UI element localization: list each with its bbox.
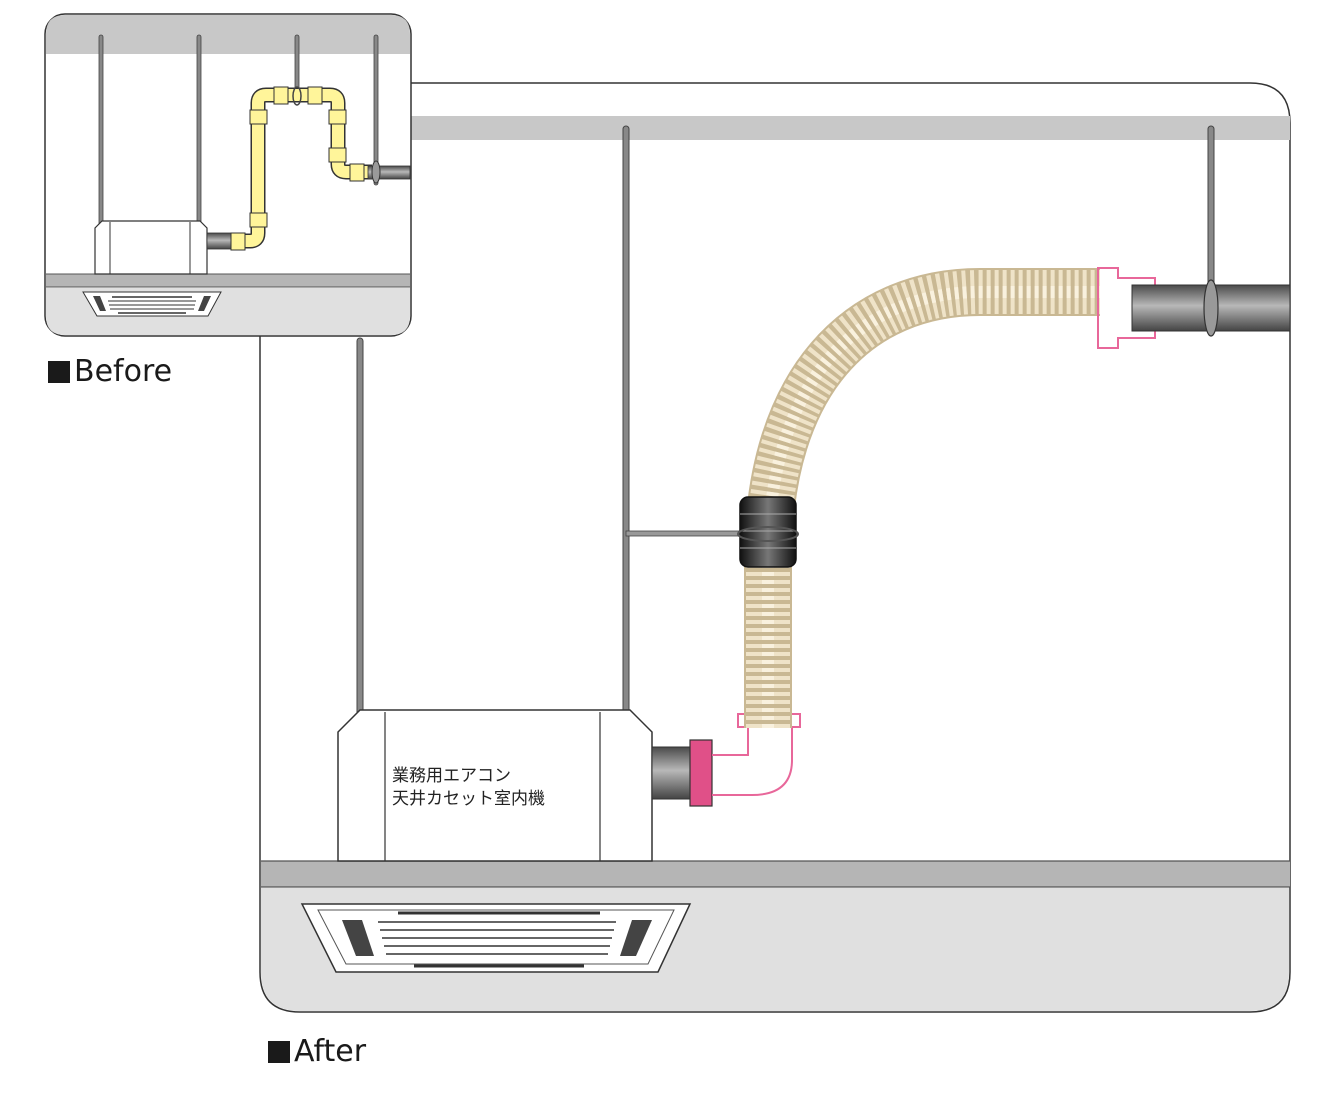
after-caption-text: After (294, 1034, 367, 1069)
square-bullet-icon (48, 361, 70, 383)
square-bullet-icon (268, 1041, 290, 1063)
unit-label-line2: 天井カセット室内機 (392, 789, 545, 809)
yellow-drain-pipe (230, 86, 372, 251)
hanger-rods-before (98, 34, 379, 266)
pink-coupling (689, 739, 713, 807)
after-upper-ceiling (410, 116, 1290, 140)
after-caption: After (268, 1037, 366, 1067)
pipe-hanger-band (1203, 279, 1219, 337)
indoor-unit-label: 業務用エアコン 天井カセット室内機 (392, 765, 592, 811)
indoor-unit-after (337, 709, 653, 862)
before-caption: Before (48, 357, 172, 387)
ceiling-grille-after (300, 903, 692, 973)
before-caption-text: Before (74, 354, 173, 389)
pink-elbow-fitting (712, 713, 801, 796)
ceiling-grille-before (82, 291, 222, 317)
indoor-unit-before (94, 220, 234, 275)
before-panel (44, 13, 412, 337)
unit-label-line1: 業務用エアコン (392, 766, 511, 786)
hose-clamp (737, 496, 799, 568)
pink-reducer-fitting (1097, 267, 1156, 349)
unit-outlet-pipe (651, 746, 693, 800)
after-panel (259, 82, 1291, 1013)
after-ceiling-line (261, 861, 1290, 887)
